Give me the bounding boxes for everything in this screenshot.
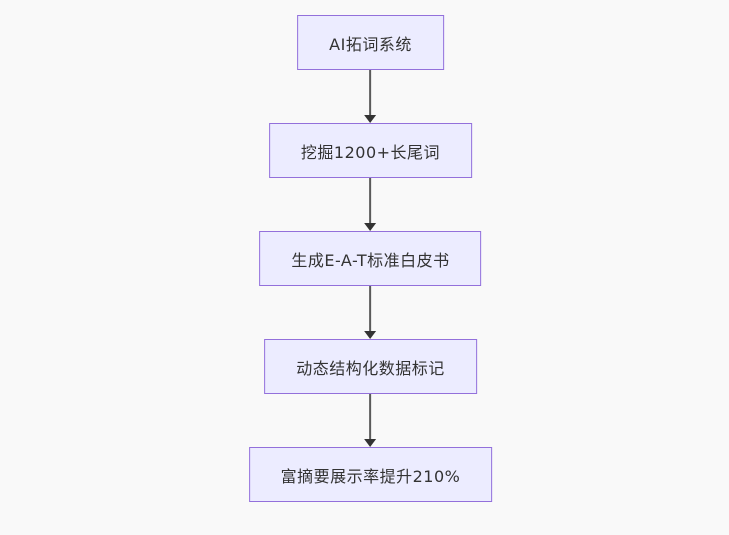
flow-arrow-4 bbox=[364, 394, 377, 447]
arrow-down-icon bbox=[364, 331, 377, 339]
edge-line bbox=[369, 178, 372, 224]
flow-node-rich-snippet-uplift: 富摘要展示率提升210% bbox=[248, 447, 493, 502]
flow-node-eat-whitepaper: 生成E-A-T标准白皮书 bbox=[259, 231, 482, 286]
arrow-down-icon bbox=[364, 223, 377, 231]
flow-node-ai-keyword-system: AI拓词系统 bbox=[297, 15, 444, 70]
arrow-down-icon bbox=[364, 115, 377, 123]
arrow-down-icon bbox=[364, 439, 377, 447]
edge-line bbox=[369, 286, 372, 332]
flow-node-longtail-mining: 挖掘1200+长尾词 bbox=[268, 123, 473, 178]
node-label: AI拓词系统 bbox=[329, 34, 412, 54]
edge-line bbox=[369, 394, 372, 440]
node-label: 动态结构化数据标记 bbox=[296, 358, 445, 378]
flow-node-structured-data-markup: 动态结构化数据标记 bbox=[264, 339, 477, 394]
edge-line bbox=[369, 70, 372, 116]
node-label: 生成E-A-T标准白皮书 bbox=[291, 250, 450, 270]
node-label: 挖掘1200+长尾词 bbox=[300, 142, 441, 162]
flow-arrow-3 bbox=[364, 286, 377, 339]
flow-arrow-2 bbox=[364, 178, 377, 231]
flow-arrow-1 bbox=[364, 70, 377, 123]
node-label: 富摘要展示率提升210% bbox=[280, 466, 461, 486]
flowchart-canvas: AI拓词系统 挖掘1200+长尾词 生成E-A-T标准白皮书 动态结构化数据标记… bbox=[248, 15, 493, 502]
